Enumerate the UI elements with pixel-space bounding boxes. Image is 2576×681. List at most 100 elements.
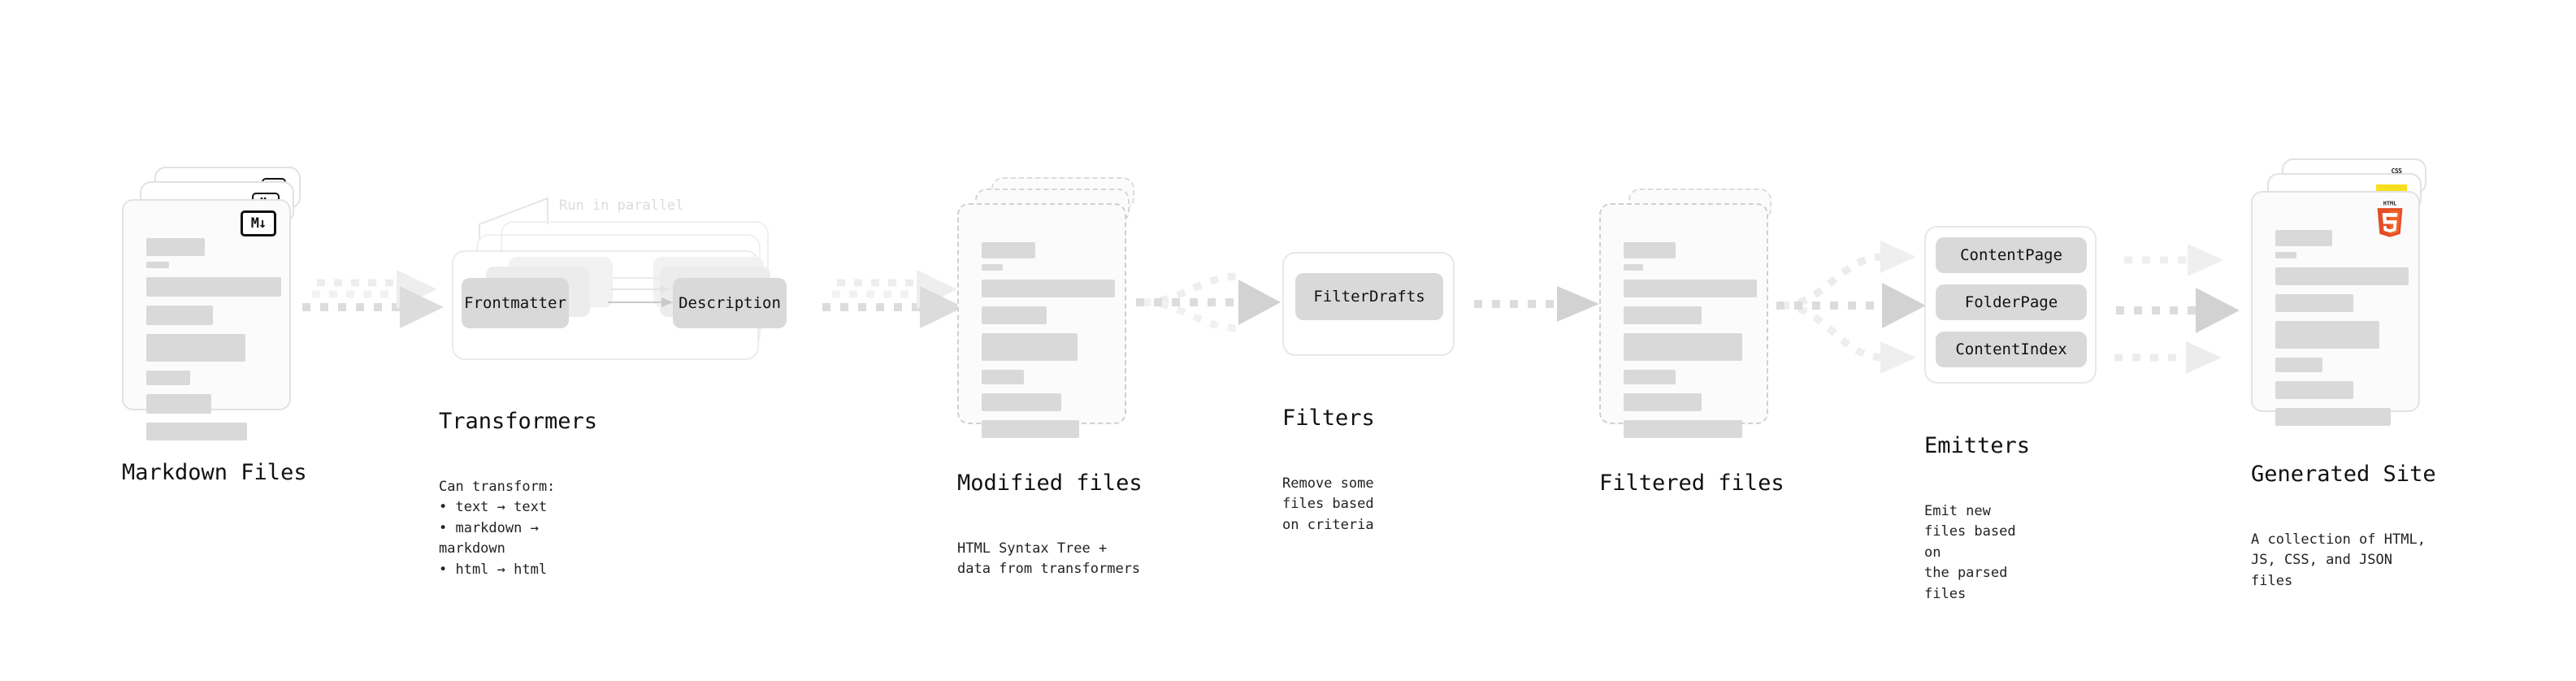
- chip-label: ContentIndex: [1955, 340, 2067, 358]
- content-line: [146, 423, 247, 440]
- chip-label: Frontmatter: [464, 294, 566, 312]
- content-line: [2275, 321, 2379, 349]
- markdown-card-front: M↓: [122, 199, 291, 440]
- chip-description[interactable]: Description: [673, 278, 787, 328]
- content-line: [146, 371, 190, 385]
- modified-card-stack: [957, 177, 1144, 438]
- content-line: [2275, 294, 2353, 312]
- content-line: [982, 280, 1115, 297]
- arrow-head: [400, 286, 444, 328]
- caption-filters: Filters Remove some files based on crite…: [1282, 374, 1375, 566]
- caption-filtered-files: Filtered files: [1599, 439, 1785, 528]
- content-line: [982, 370, 1024, 384]
- connector-emitters-to-site: [2114, 244, 2240, 374]
- stage-generated-site: CSS HTML: [2251, 158, 2438, 589]
- caption-markdown-files: Markdown Files: [122, 428, 307, 518]
- arrow-head: [1238, 280, 1281, 325]
- chip-label: FilterDrafts: [1313, 288, 1425, 306]
- stage-title: Filters: [1282, 406, 1375, 431]
- chip-frontmatter[interactable]: Frontmatter: [462, 278, 569, 328]
- chip-label: FolderPage: [1964, 293, 2058, 311]
- content-line: [982, 420, 1079, 438]
- modified-content-lines: [982, 242, 1115, 447]
- arrow-head: [2188, 244, 2223, 276]
- site-card-stack: CSS HTML: [2251, 158, 2438, 426]
- chip-filterdrafts[interactable]: FilterDrafts: [1295, 273, 1443, 320]
- connector-transformers-to-modified: [822, 270, 964, 328]
- markdown-card-stack: M↓ M↓ M↓: [122, 167, 309, 440]
- content-line: [2275, 408, 2391, 426]
- markdown-badge-front: M↓: [241, 210, 276, 236]
- site-content-lines: [2275, 230, 2409, 435]
- stage-markdown-files: M↓ M↓ M↓ Markdown Files: [122, 167, 309, 485]
- caption-generated-site: Generated Site A collection of HTML, JS,…: [2251, 430, 2438, 622]
- content-line: [1624, 264, 1643, 271]
- arrow-head: [1880, 241, 1916, 273]
- content-line: [146, 306, 213, 325]
- content-line: [982, 333, 1078, 361]
- chip-contentindex[interactable]: ContentIndex: [1936, 332, 2087, 367]
- stage-subtitle: Can transform: • text → text • markdown …: [439, 478, 556, 578]
- markdown-content-lines: [146, 238, 281, 449]
- chip-label: ContentPage: [1960, 246, 2062, 264]
- content-line: [1624, 242, 1676, 258]
- content-line: [146, 238, 205, 256]
- filtered-content-lines: [1624, 242, 1757, 447]
- html5-icon: HTML: [2377, 201, 2403, 237]
- run-in-parallel-label: Run in parallel: [559, 197, 684, 214]
- stage-title: Transformers: [439, 409, 598, 434]
- content-line: [1624, 370, 1676, 384]
- content-line: [2275, 267, 2409, 285]
- stage-title: Generated Site: [2251, 462, 2436, 487]
- content-line: [146, 334, 245, 362]
- content-line: [1624, 420, 1742, 438]
- caption-emitters: Emitters Emit new files based on the par…: [1924, 401, 2030, 635]
- transformer-inner-arrows: [608, 274, 673, 307]
- chip-folderpage[interactable]: FolderPage: [1936, 284, 2087, 320]
- content-line: [982, 393, 1061, 411]
- connector-filters-to-filtered: [1474, 286, 1599, 322]
- arrow-head: [1882, 283, 1926, 328]
- markdown-badge-text-front: M↓: [250, 215, 267, 232]
- content-line: [982, 306, 1047, 324]
- stage-filtered-files: Filtered files: [1599, 189, 1786, 496]
- svg-text:HTML: HTML: [2383, 201, 2396, 207]
- content-line: [982, 264, 1003, 271]
- content-line: [1624, 333, 1742, 361]
- content-line: [1624, 280, 1757, 297]
- arrow-head: [2186, 341, 2222, 374]
- stage-subtitle: Remove some files based on criteria: [1282, 475, 1374, 533]
- css-icon-text: CSS: [2391, 167, 2402, 175]
- run-in-parallel-bracket: [479, 197, 549, 239]
- content-line: [2275, 230, 2332, 246]
- content-line: [2275, 381, 2353, 399]
- stage-subtitle: A collection of HTML, JS, CSS, and JSON …: [2251, 531, 2426, 589]
- caption-transformers: Transformers Can transform: • text → tex…: [439, 377, 597, 611]
- connector-md-to-transformers: [302, 270, 444, 328]
- stage-title: Emitters: [1924, 433, 2031, 458]
- content-line: [146, 277, 281, 297]
- stage-title: Modified files: [957, 471, 1143, 496]
- stage-subtitle: Emit new files based on the parsed files: [1924, 502, 2016, 602]
- filtered-card-front: [1599, 203, 1768, 438]
- content-line: [1624, 306, 1702, 324]
- content-line: [2275, 252, 2296, 258]
- connector-modified-to-filters: [1136, 272, 1281, 332]
- arrow-head: [920, 286, 964, 328]
- filtered-card-stack: [1599, 189, 1786, 438]
- content-line: [146, 394, 211, 414]
- site-card-front-html: HTML: [2251, 191, 2420, 426]
- stage-title: Filtered files: [1599, 471, 1785, 496]
- caption-modified-files: Modified files HTML Syntax Tree + data f…: [957, 439, 1143, 611]
- chip-label: Description: [679, 294, 781, 312]
- arrow-head: [1557, 286, 1599, 322]
- content-line: [1624, 393, 1702, 411]
- stage-title: Markdown Files: [122, 460, 307, 485]
- connector-filtered-to-emitters: [1776, 241, 1926, 374]
- arrow-head: [2196, 288, 2240, 333]
- arrow-head: [1880, 341, 1916, 374]
- chip-contentpage[interactable]: ContentPage: [1936, 237, 2087, 273]
- stage-modified-files: Modified files HTML Syntax Tree + data f…: [957, 177, 1144, 577]
- stage-subtitle: HTML Syntax Tree + data from transformer…: [957, 540, 1141, 578]
